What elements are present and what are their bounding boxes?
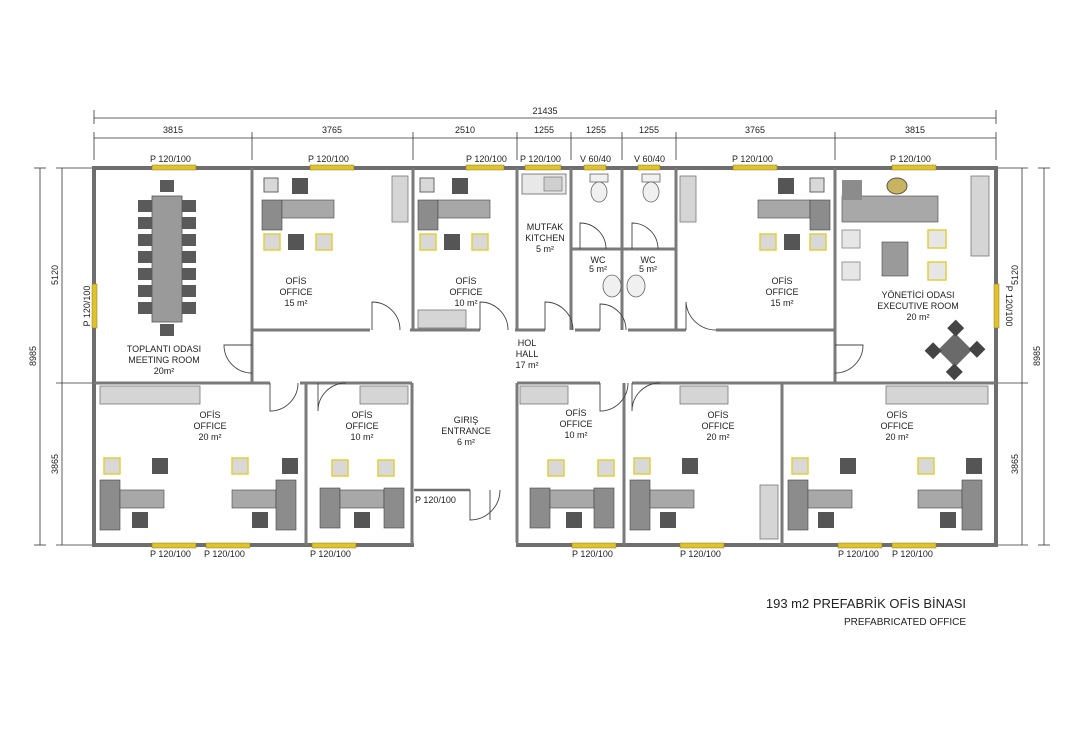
toilet-fixtures	[589, 173, 661, 298]
desk-cluster-top-1	[261, 177, 335, 251]
window-label: P 120/100	[572, 549, 613, 559]
window-labels: P 120/100 P 120/100 P 120/100 P 120/100 …	[82, 154, 1014, 559]
dim-segment: 2510	[455, 125, 475, 135]
desk-clusters-bottom	[99, 457, 983, 531]
window-label: P 120/100	[415, 495, 456, 505]
doors	[223, 222, 864, 521]
window-label: P 120/100	[308, 154, 349, 164]
interior-walls	[94, 168, 996, 545]
window-label: P 120/100	[204, 549, 245, 559]
window-label: P 120/100	[680, 549, 721, 559]
meeting-table	[138, 180, 196, 336]
windows	[91, 164, 1000, 549]
dim-overall: 21435	[532, 106, 557, 116]
dim-right-total: 8985	[1032, 346, 1042, 366]
window-label: V 60/40	[634, 154, 665, 164]
window-label: P 120/100	[82, 286, 92, 327]
cabinets	[99, 175, 990, 540]
dimension-lines	[34, 110, 1050, 546]
window-label: P 120/100	[732, 154, 773, 164]
window-label: P 120/100	[150, 549, 191, 559]
window-label: P 120/100	[310, 549, 351, 559]
executive-furniture	[841, 177, 986, 381]
desk-cluster-top-2	[417, 177, 491, 251]
dim-right-upper: 5120	[1010, 265, 1020, 285]
window-label: P 120/100	[150, 154, 191, 164]
dim-segment: 3765	[322, 125, 342, 135]
dim-segment: 1255	[586, 125, 606, 135]
window-label: V 60/40	[580, 154, 611, 164]
dimension-labels: 21435 3815 3765 2510 1255 1255 1255 3765…	[28, 106, 1042, 474]
dim-left-upper: 5120	[50, 265, 60, 285]
window-label: P 120/100	[1004, 286, 1014, 327]
dim-segment: 3815	[163, 125, 183, 135]
dim-right-lower: 3865	[1010, 454, 1020, 474]
window-label: P 120/100	[890, 154, 931, 164]
window-label: P 120/100	[838, 549, 879, 559]
window-label: P 120/100	[892, 549, 933, 559]
window-label: P 120/100	[520, 154, 561, 164]
dim-left-lower: 3865	[50, 454, 60, 474]
dim-segment: 1255	[534, 125, 554, 135]
dim-segment: 3815	[905, 125, 925, 135]
window-label: P 120/100	[466, 154, 507, 164]
plan-title: 193 m2 PREFABRİK OFİS BİNASI	[765, 596, 966, 611]
plan-subtitle: PREFABRICATED OFFICE	[843, 617, 966, 628]
kitchen-sink	[521, 173, 567, 195]
title-block: 193 m2 PREFABRİK OFİS BİNASI PREFABRICAT…	[700, 596, 966, 628]
dim-left-total: 8985	[28, 346, 38, 366]
dim-segment: 3765	[745, 125, 765, 135]
desk-cluster-top-3	[757, 177, 831, 251]
dim-segment: 1255	[639, 125, 659, 135]
